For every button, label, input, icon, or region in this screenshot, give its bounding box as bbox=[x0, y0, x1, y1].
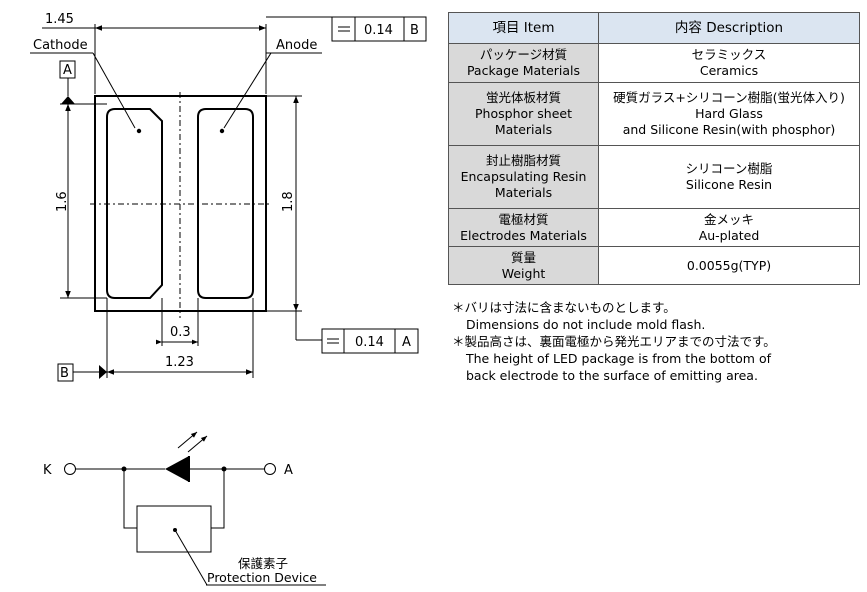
description-cell: 0.0055g(TYP) bbox=[598, 246, 860, 285]
anode-pad bbox=[197, 108, 254, 299]
desc-en-2: and Silicone Resin(with phosphor) bbox=[622, 122, 836, 137]
protection-leader bbox=[174, 529, 208, 586]
tol-b-ref: B bbox=[410, 23, 419, 38]
anode-mark bbox=[219, 128, 225, 134]
item-jp: パッケージ材質 bbox=[479, 47, 568, 62]
item-cell: 電極材質 Electrodes Materials bbox=[448, 208, 599, 247]
desc-en: Silicone Resin bbox=[685, 177, 773, 192]
item-en-2: Materials bbox=[494, 122, 553, 137]
item-en: Package Materials bbox=[466, 63, 581, 78]
led-triangle bbox=[165, 456, 189, 482]
emission-arrow-2 bbox=[187, 435, 208, 453]
dim-gap-label: 0.3 bbox=[170, 325, 191, 340]
item-en: Encapsulating Resin bbox=[460, 169, 587, 184]
datum-b-label: B bbox=[60, 366, 69, 381]
description-cell: セラミックス Ceramics bbox=[598, 43, 860, 83]
desc-en: Ceramics bbox=[699, 63, 759, 78]
materials-table: 項目 Item 内容 Description パッケージ材質 Package M… bbox=[448, 12, 860, 285]
desc-value: 0.0055g(TYP) bbox=[686, 257, 772, 273]
item-jp: 電極材質 bbox=[498, 211, 549, 227]
tol-a-value: 0.14 bbox=[355, 335, 384, 350]
table-row: 封止樹脂材質 Encapsulating Resin Materials シリコ… bbox=[448, 145, 860, 209]
tol-a-ref: A bbox=[402, 335, 411, 350]
cathode-pad bbox=[106, 108, 163, 299]
wire-protect-right bbox=[211, 469, 225, 529]
header-description: 内容 Description bbox=[598, 12, 860, 44]
desc-jp: セラミックス bbox=[691, 47, 767, 62]
datum-b-triangle bbox=[99, 365, 107, 379]
item-jp: 蛍光体板材質 bbox=[485, 90, 561, 105]
desc-en: Au-plated bbox=[698, 227, 760, 243]
dim-top-label: 1.45 bbox=[45, 12, 74, 27]
note-1-en: Dimensions do not include mold flash. bbox=[466, 317, 706, 332]
item-cell: パッケージ材質 Package Materials bbox=[448, 43, 599, 83]
description-cell: シリコーン樹脂 Silicone Resin bbox=[598, 145, 860, 209]
protection-label-en: Protection Device bbox=[207, 570, 317, 585]
item-en: Electrodes Materials bbox=[460, 227, 587, 243]
description-cell: 金メッキ Au-plated bbox=[598, 208, 860, 247]
item-jp: 封止樹脂材質 bbox=[485, 153, 561, 168]
cathode-mark bbox=[136, 128, 142, 134]
wire-protect-left bbox=[123, 469, 137, 529]
tolerance-frame-b: 0.14 B bbox=[331, 16, 427, 42]
dim-bottom-label: 1.23 bbox=[165, 355, 194, 370]
table-header-row: 項目 Item 内容 Description bbox=[448, 12, 860, 44]
table-row: パッケージ材質 Package Materials セラミックス Ceramic… bbox=[448, 43, 860, 83]
note-1-jp: ＊バリは寸法に含まないものとします。 bbox=[452, 300, 676, 315]
item-en: Weight bbox=[501, 265, 546, 281]
terminal-a bbox=[264, 463, 276, 475]
datum-a-triangle bbox=[61, 96, 75, 104]
dim-left-label: 1.6 bbox=[55, 191, 70, 212]
item-jp: 質量 bbox=[510, 249, 536, 265]
protection-label-jp: 保護素子 bbox=[238, 556, 288, 571]
dim-right-label: 1.8 bbox=[281, 191, 296, 212]
desc-jp: シリコーン樹脂 bbox=[685, 161, 773, 176]
cathode-label: Cathode bbox=[33, 38, 88, 53]
item-cell: 蛍光体板材質 Phosphor sheet Materials bbox=[448, 82, 599, 146]
header-item: 項目 Item bbox=[448, 12, 599, 44]
desc-en: Hard Glass bbox=[695, 106, 763, 121]
desc-jp: 硬質ガラス+シリコーン樹脂(蛍光体入り) bbox=[613, 90, 845, 105]
table-row: 電極材質 Electrodes Materials 金メッキ Au-plated bbox=[448, 208, 860, 247]
terminal-k-label: K bbox=[43, 463, 52, 478]
datum-a-label: A bbox=[63, 63, 72, 78]
tol-b-value: 0.14 bbox=[364, 23, 393, 38]
emission-arrow-1 bbox=[177, 431, 198, 449]
description-cell: 硬質ガラス+シリコーン樹脂(蛍光体入り) Hard Glass and Sili… bbox=[598, 82, 860, 146]
note-2-en-2: back electrode to the surface of emittin… bbox=[466, 368, 758, 383]
item-en-2: Materials bbox=[494, 185, 553, 200]
cathode-leader bbox=[92, 52, 136, 129]
table-row: 質量 Weight 0.0055g(TYP) bbox=[448, 246, 860, 285]
desc-jp: 金メッキ bbox=[703, 211, 754, 227]
note-2-en: The height of LED package is from the bo… bbox=[466, 351, 772, 366]
anode-label: Anode bbox=[276, 38, 317, 53]
terminal-a-label: A bbox=[284, 463, 293, 478]
item-cell: 質量 Weight bbox=[448, 246, 599, 285]
table-row: 蛍光体板材質 Phosphor sheet Materials 硬質ガラス+シリ… bbox=[448, 82, 860, 146]
note-2-jp: ＊製品高さは、裏面電極から発光エリアまでの寸法です。 bbox=[452, 334, 776, 349]
item-cell: 封止樹脂材質 Encapsulating Resin Materials bbox=[448, 145, 599, 209]
item-en: Phosphor sheet bbox=[475, 106, 572, 121]
notes: ＊バリは寸法に含まないものとします。 Dimensions do not inc… bbox=[452, 299, 776, 384]
terminal-k bbox=[64, 463, 76, 475]
protection-device-box bbox=[136, 505, 212, 553]
anode-leader bbox=[223, 52, 272, 129]
tolerance-frame-a: 0.14 A bbox=[321, 328, 419, 354]
